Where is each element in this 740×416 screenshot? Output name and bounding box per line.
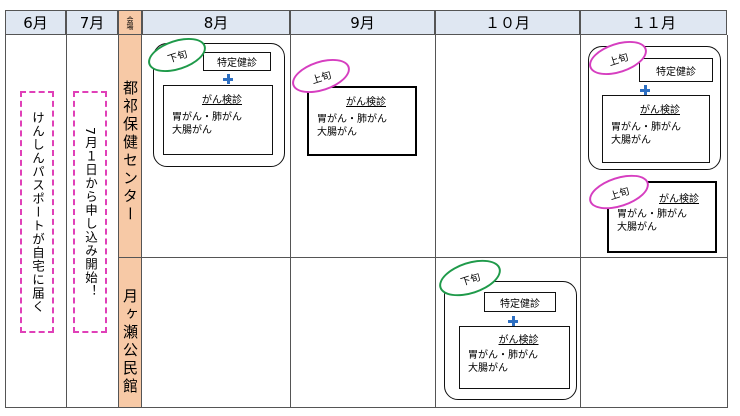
cancer-line: 胃がん・肺がん: [172, 112, 242, 123]
cancer-screening-box: がん検診 胃がん・肺がん 大腸がん: [459, 326, 570, 389]
plus-icon: [508, 316, 518, 326]
cancer-line: 大腸がん: [617, 222, 657, 233]
grid-line: [435, 35, 436, 408]
plus-icon: [640, 85, 650, 95]
grid-line: [66, 35, 67, 408]
venue-column: [118, 35, 142, 408]
cancer-title: がん検診: [659, 194, 699, 205]
header-venue: 会場: [118, 10, 142, 35]
cancer-screening-box: がん検診 胃がん・肺がん 大腸がん: [163, 85, 273, 155]
cancer-line: 大腸がん: [317, 127, 357, 138]
plus-icon: [223, 74, 233, 84]
grid-line: [118, 257, 728, 258]
passport-note: けんしんパスポートが自宅に届く: [20, 91, 54, 333]
cancer-line: 胃がん・肺がん: [317, 114, 387, 125]
header-october: １０月: [435, 10, 580, 35]
cancer-screening-box: がん検診 胃がん・肺がん 大腸がん: [307, 86, 417, 156]
tokutei-box: 特定健診: [639, 58, 713, 82]
grid-line: [5, 407, 728, 408]
header-july: 7月: [66, 10, 118, 35]
grid-line: [290, 35, 291, 408]
venue-hoken-center: 都祁保健センター: [121, 80, 139, 224]
header-september: 9月: [290, 10, 435, 35]
cancer-line: 大腸がん: [172, 125, 212, 136]
cancer-line: 胃がん・肺がん: [611, 122, 681, 133]
tokutei-box: 特定健診: [484, 292, 556, 312]
tokutei-box: 特定健診: [203, 52, 271, 71]
cancer-line: 胃がん・肺がん: [468, 350, 538, 361]
cancer-line: 大腸がん: [468, 363, 508, 374]
cancer-title: がん検診: [202, 95, 242, 106]
cancer-line: 大腸がん: [611, 135, 651, 146]
grid-line: [727, 35, 728, 408]
cancer-screening-box: がん検診 胃がん・肺がん 大腸がん: [602, 95, 710, 163]
header-august: 8月: [142, 10, 290, 35]
cancer-title: がん検診: [346, 97, 386, 108]
cancer-title: がん検診: [498, 335, 539, 346]
header-june: 6月: [5, 10, 66, 35]
grid-line: [5, 35, 6, 408]
cancer-line: 胃がん・肺がん: [617, 209, 687, 220]
cancer-title: がん検診: [640, 105, 680, 116]
application-start-note: 7月１日から申し込み開始！: [73, 91, 107, 333]
venue-tsukigase-hall: 月ヶ瀬公民館: [121, 288, 139, 396]
header-november: １１月: [580, 10, 727, 35]
grid-line: [580, 35, 581, 408]
